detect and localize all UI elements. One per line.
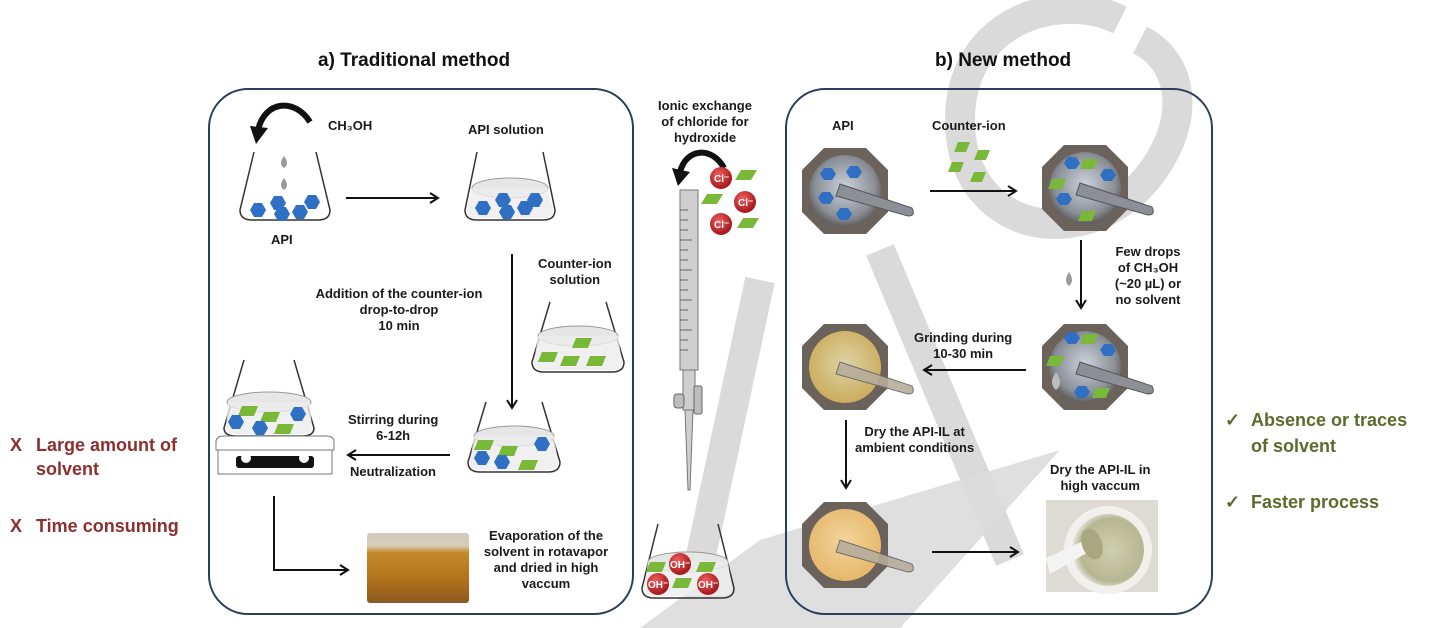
new-method-title: b) New method xyxy=(935,50,1072,71)
arrow-left-icon xyxy=(922,364,1026,376)
x-icon: X xyxy=(10,435,23,455)
flask-api xyxy=(239,151,331,221)
pro-item-faster-process: ✓Faster process xyxy=(1225,492,1380,512)
drop-icon xyxy=(1066,272,1072,286)
grinding-label: Grinding during 10-30 min xyxy=(914,330,1013,361)
counter-ion-label: Counter-ion xyxy=(932,118,1006,133)
dry-vacuum-label: Dry the API-IL in high vaccum xyxy=(1050,462,1151,493)
chloride-ions: Cl⁻ Cl⁻ Cl⁻ xyxy=(701,167,759,235)
svg-text:Cl⁻: Cl⁻ xyxy=(714,220,729,231)
mortar-ground-paste xyxy=(802,324,914,410)
rotavapor-product-photo xyxy=(367,533,469,603)
flask-hydroxide: OH⁻ OH⁻ OH⁻ xyxy=(641,523,735,599)
traditional-method-panel xyxy=(208,88,634,615)
check-icon: ✓ xyxy=(1225,410,1241,430)
svg-text:OH⁻: OH⁻ xyxy=(698,580,718,591)
arrow-down-icon xyxy=(506,254,518,410)
arrow-down-icon xyxy=(840,420,852,490)
curved-arrow-icon xyxy=(672,149,727,186)
dry-ambient-label: Dry the API-IL at ambient conditions xyxy=(855,424,975,455)
flask-mixture xyxy=(467,401,561,473)
flask-api-solution xyxy=(464,151,556,221)
drop-icon xyxy=(281,156,287,168)
hydroxide-label: OH⁻ xyxy=(670,560,690,571)
drop-icon xyxy=(281,178,287,190)
api-label: API xyxy=(271,232,293,247)
mortar-with-solvent xyxy=(1042,324,1154,410)
evaporation-label: Evaporation of the solvent in rotavapor … xyxy=(483,528,609,591)
pro-item-absence-solvent: ✓Absence or traces xyxy=(1225,410,1408,430)
stirring-label: Stirring during 6-12h xyxy=(348,412,439,443)
mortar-api xyxy=(802,148,914,234)
ch3oh-label: CH₃OH xyxy=(328,118,373,133)
arrow-l-icon xyxy=(273,496,350,576)
api-solution-label: API solution xyxy=(468,122,544,137)
api-hexagons xyxy=(250,195,320,221)
chloride-label: Cl⁻ xyxy=(714,174,729,185)
arrow-right-icon xyxy=(346,192,440,204)
flask-counter-ion-solution xyxy=(531,301,625,373)
counter-ion-solution-label: Counter-ion solution xyxy=(538,256,612,287)
curved-arrow-icon xyxy=(250,102,313,144)
ionic-exchange-label: Ionic exchange of chloride for hydroxide xyxy=(658,98,752,145)
svg-text:Cl⁻: Cl⁻ xyxy=(738,198,753,209)
burette xyxy=(673,189,703,491)
few-drops-label: Few drops of CH₃OH (~20 µL) or no solven… xyxy=(1114,244,1182,307)
neutralization-label: Neutralization xyxy=(350,464,436,479)
mortar-mixture xyxy=(1042,145,1154,231)
check-icon: ✓ xyxy=(1225,492,1241,512)
mortar-dried-powder xyxy=(802,502,914,588)
api-label-new: API xyxy=(832,118,854,133)
vacuum-dried-product-photo xyxy=(1046,500,1158,594)
x-icon: X xyxy=(10,516,23,536)
counter-ion-squares xyxy=(948,142,990,182)
addition-label: Addition of the counter-ion drop-to-drop… xyxy=(315,286,483,333)
arrow-right-icon xyxy=(930,185,1018,197)
stirrer-plate xyxy=(215,359,335,475)
arrow-right-icon xyxy=(932,546,1020,558)
arrow-down-icon xyxy=(1075,240,1087,310)
new-method-panel xyxy=(785,88,1213,615)
traditional-method-title: a) Traditional method xyxy=(318,50,511,71)
svg-text:OH⁻: OH⁻ xyxy=(648,580,668,591)
arrow-left-icon xyxy=(346,449,450,461)
